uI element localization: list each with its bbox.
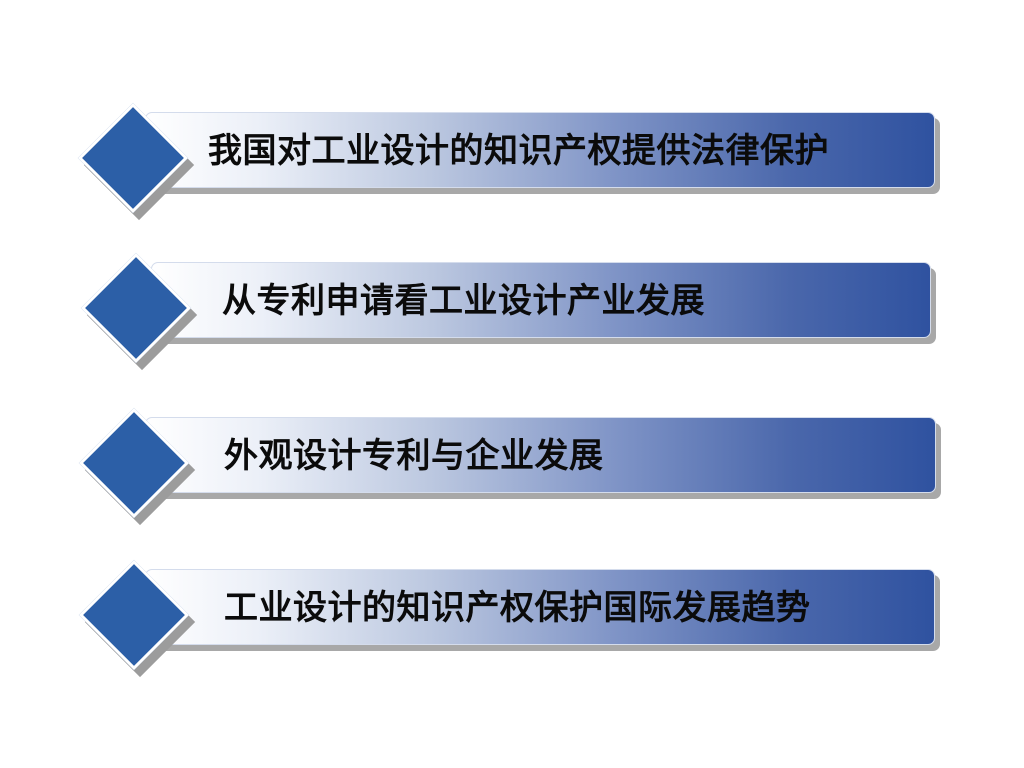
agenda-item-1[interactable]: 我国对工业设计的知识产权提供法律保护 (0, 93, 1024, 221)
agenda-item-label: 工业设计的知识产权保护国际发展趋势 (224, 588, 811, 628)
agenda-item-label: 外观设计专利与企业发展 (224, 436, 604, 476)
agenda-item-label: 我国对工业设计的知识产权提供法律保护 (208, 131, 829, 171)
agenda-bar[interactable]: 工业设计的知识产权保护国际发展趋势 (145, 569, 935, 645)
agenda-item-3[interactable]: 外观设计专利与企业发展 (0, 398, 1024, 526)
agenda-bar[interactable]: 从专利申请看工业设计产业发展 (151, 262, 931, 338)
agenda-item-label: 从专利申请看工业设计产业发展 (222, 281, 705, 321)
agenda-item-2[interactable]: 从专利申请看工业设计产业发展 (0, 243, 1024, 371)
agenda-item-4[interactable]: 工业设计的知识产权保护国际发展趋势 (0, 550, 1024, 678)
agenda-bar[interactable]: 我国对工业设计的知识产权提供法律保护 (145, 112, 935, 188)
agenda-bar[interactable]: 外观设计专利与企业发展 (145, 417, 936, 493)
